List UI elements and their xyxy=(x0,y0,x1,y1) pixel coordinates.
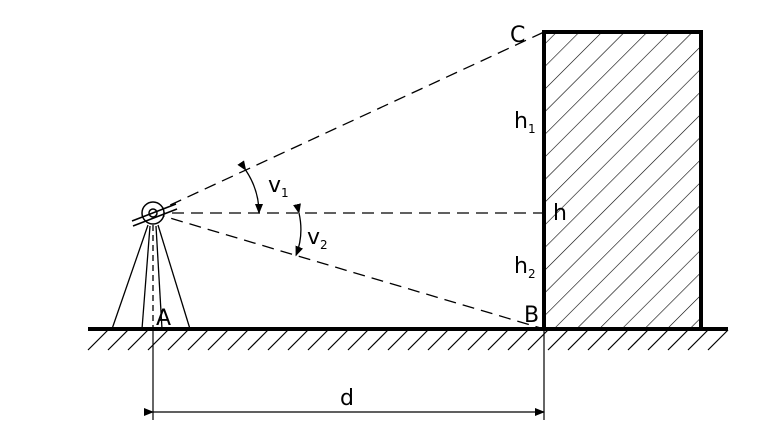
label-point-c: C xyxy=(510,23,525,48)
label-h1-letter: h xyxy=(514,109,528,134)
label-h2-subscript: 2 xyxy=(528,267,536,281)
label-v1-letter: v xyxy=(268,173,281,198)
building xyxy=(542,30,703,331)
label-v2: v2 xyxy=(307,225,328,252)
label-h: h xyxy=(553,201,567,226)
label-point-b: B xyxy=(524,303,539,328)
label-h1-subscript: 1 xyxy=(528,122,536,136)
label-distance-d: d xyxy=(340,386,354,411)
angle-arc-v2 xyxy=(293,203,304,257)
label-h2: h2 xyxy=(514,254,536,281)
label-h1: h1 xyxy=(514,109,536,136)
label-h2-letter: h xyxy=(514,254,528,279)
label-v1: v1 xyxy=(268,173,289,200)
label-v2-subscript: 2 xyxy=(320,238,328,252)
sight-line-bottom xyxy=(152,212,545,330)
label-v1-subscript: 1 xyxy=(281,186,289,200)
angle-arc-v1 xyxy=(237,160,263,214)
label-point-a: A xyxy=(156,306,171,331)
ground-hatching xyxy=(87,329,729,351)
sight-line-top xyxy=(152,31,545,214)
label-v2-letter: v xyxy=(307,225,320,250)
tripod xyxy=(111,224,191,330)
theodolite-instrument xyxy=(131,201,178,227)
